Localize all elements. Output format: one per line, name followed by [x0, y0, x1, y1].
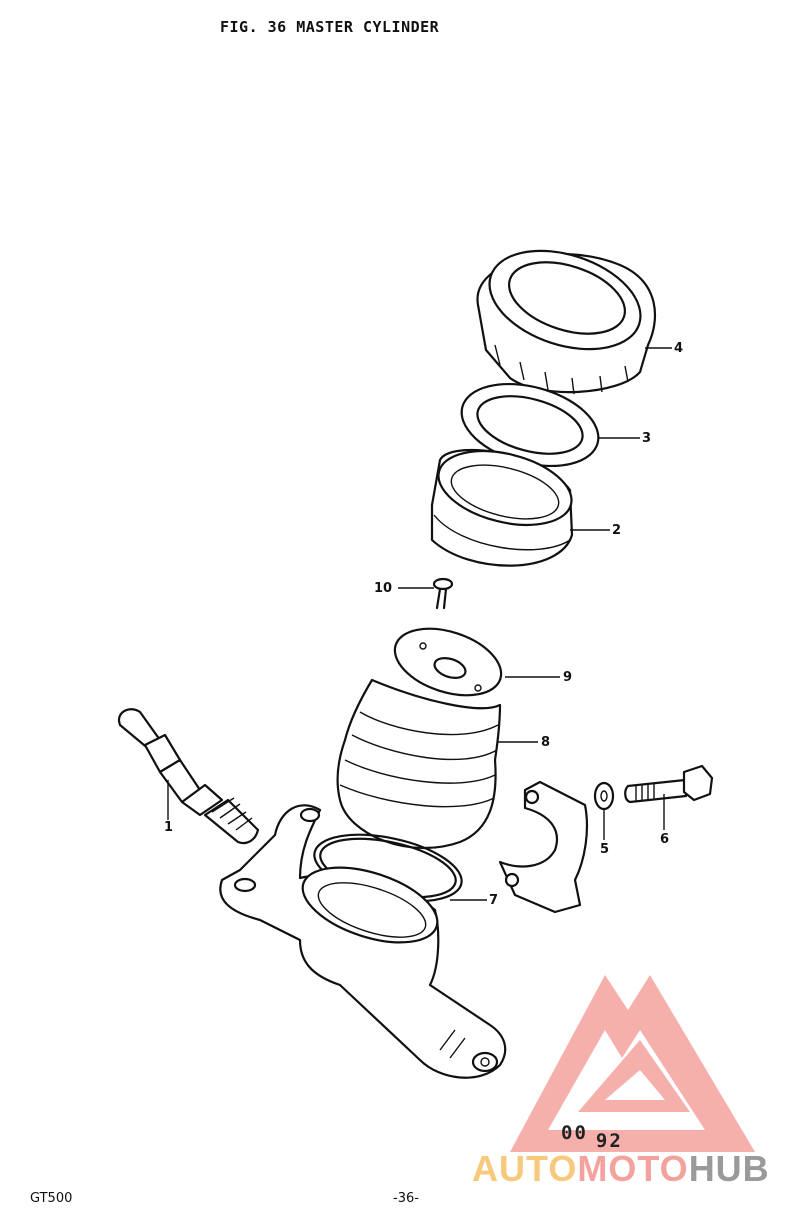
callout-6: 6 [660, 832, 670, 847]
callout-10: 10 [374, 581, 393, 596]
callout-2: 2 [612, 523, 622, 538]
stamp-a: 00 [561, 1122, 588, 1144]
retainer-plate [393, 627, 503, 697]
callout-5: 5 [600, 842, 610, 857]
cylinder-body [219, 804, 507, 1079]
stamp-b: 92 [595, 1130, 623, 1152]
page-number: -36- [393, 1191, 419, 1206]
callout-1: 1 [164, 820, 174, 835]
callout-8: 8 [541, 735, 551, 750]
watermark-hub: HUB [688, 1148, 770, 1189]
cap-gasket [460, 382, 600, 468]
watermark-text: AUTOMOTOHUB [472, 1148, 770, 1190]
figure-title: FIG. 36 MASTER CYLINDER [220, 18, 440, 36]
leader-lines [167, 347, 672, 901]
reservoir-body [430, 448, 574, 567]
dust-boot [336, 678, 502, 850]
callout-3: 3 [642, 431, 652, 446]
watermark-moto: MOTO [577, 1148, 689, 1189]
bolt [624, 764, 714, 804]
watermark-auto: AUTO [472, 1148, 578, 1189]
push-rod [117, 708, 260, 845]
model-label: GT500 [30, 1191, 73, 1206]
callout-4: 4 [674, 341, 684, 356]
callout-9: 9 [563, 670, 573, 685]
callout-7: 7 [489, 893, 499, 908]
reservoir-cap [476, 249, 657, 395]
handlebar-clamp [498, 780, 589, 914]
washer [593, 781, 615, 811]
stamp: 00 92 [561, 1122, 623, 1152]
screw [432, 577, 454, 610]
